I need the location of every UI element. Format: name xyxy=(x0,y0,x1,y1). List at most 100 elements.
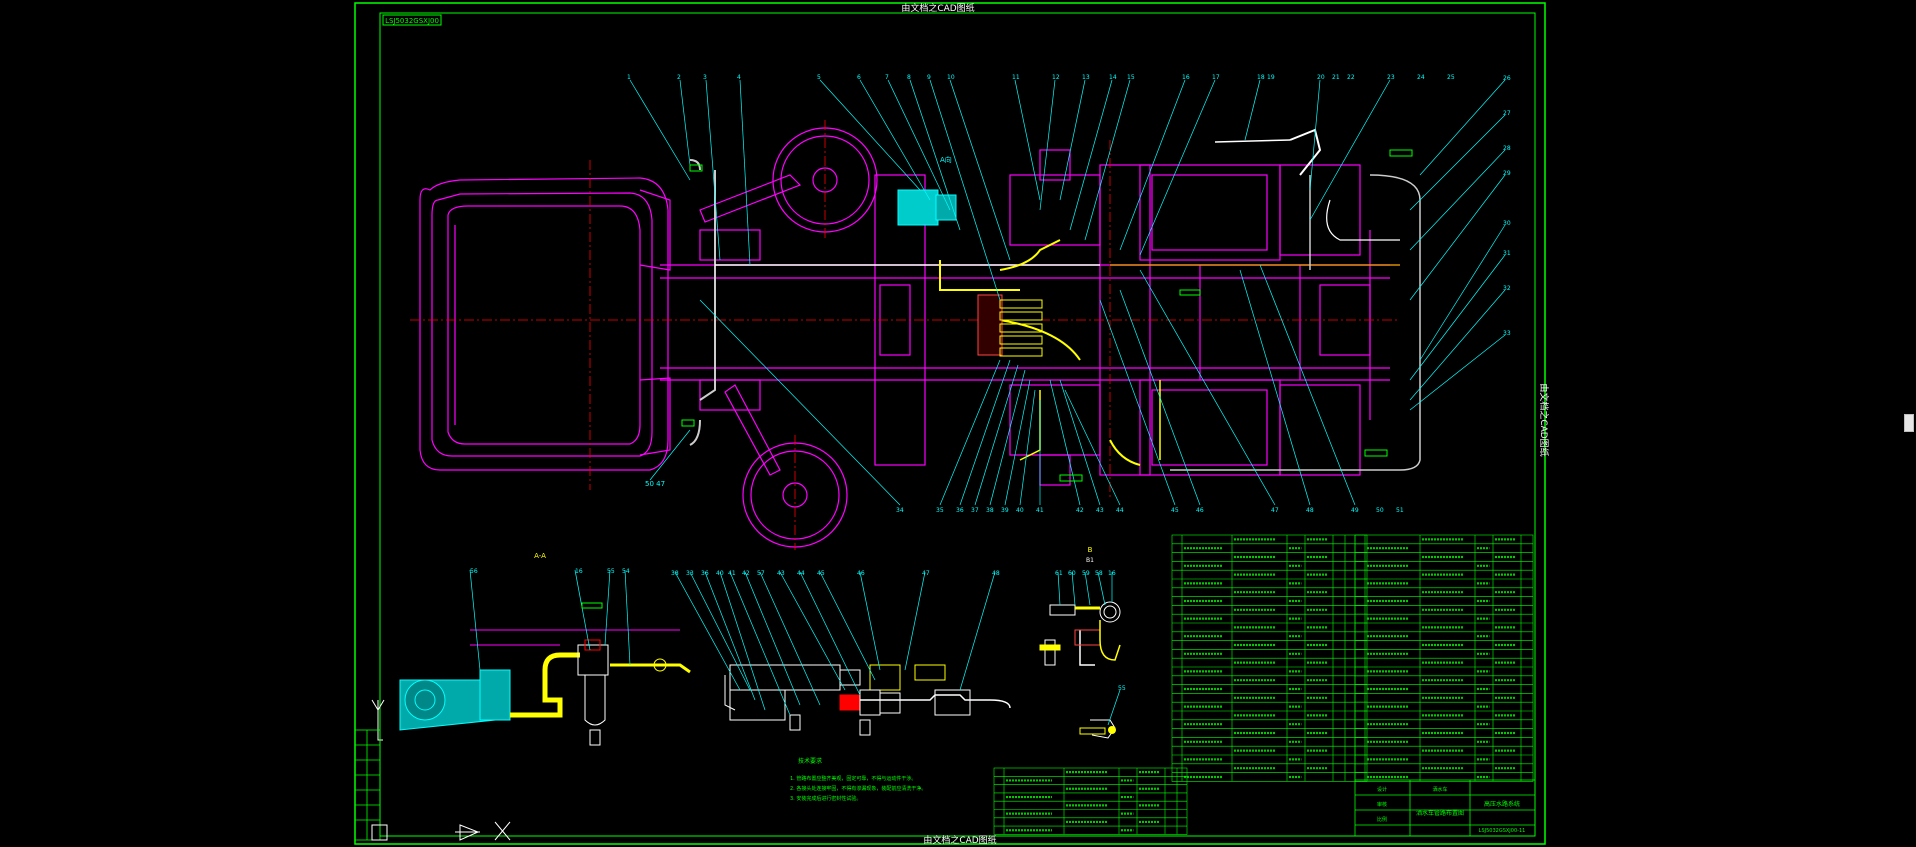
svg-text:44: 44 xyxy=(797,570,805,577)
callout-number: 13 xyxy=(1082,74,1090,81)
scroll-thumb-icon[interactable] xyxy=(1904,414,1914,432)
svg-text:59: 59 xyxy=(1082,570,1090,577)
callout-leaders xyxy=(629,79,1506,506)
callout-number: 40 xyxy=(1016,507,1024,514)
callout-number: 44 xyxy=(1116,507,1124,514)
detail-b-view: B B1 61 60 59 58 16 55 xyxy=(1039,546,1126,739)
callout-number: 46 xyxy=(1196,507,1204,514)
technical-notes: 技术要求 1. 管路布置应整齐美观，固定可靠，不得与运动件干涉。 2. 各接头处… xyxy=(790,757,926,802)
left-callout-label: 50 47 xyxy=(645,480,665,488)
callout-number: 47 xyxy=(1271,507,1279,514)
callout-number: 23 xyxy=(1387,74,1395,81)
svg-text:A向: A向 xyxy=(940,155,952,164)
svg-text:60: 60 xyxy=(1068,570,1076,577)
pump-plan: A向 xyxy=(897,155,957,226)
callout-number: 16 xyxy=(1182,74,1190,81)
valve-manifold xyxy=(977,294,1043,357)
side-banner: 由文档之CAD图纸 xyxy=(1538,383,1550,456)
outer-frame xyxy=(354,2,1546,845)
footer-banner: 由文档之CAD图纸 xyxy=(923,834,996,846)
svg-text:40: 40 xyxy=(716,570,724,577)
callout-number: 1 xyxy=(627,74,631,81)
centerlines xyxy=(410,120,1400,550)
callout-number: 17 xyxy=(1212,74,1220,81)
callout-number: 20 xyxy=(1317,74,1325,81)
callout-number: 49 xyxy=(1351,507,1359,514)
svg-text:61: 61 xyxy=(1055,570,1063,577)
title-check: 审核 xyxy=(1377,801,1387,808)
callout-number: 28 xyxy=(1503,145,1511,152)
notes-line-3: 3. 安装完成后进行密封性试验。 xyxy=(790,795,861,802)
title-company: 洒水车管路布置图 xyxy=(1416,809,1464,817)
callout-number: 12 xyxy=(1052,74,1060,81)
detail-pump-view: 56 16 55 54 xyxy=(371,568,691,746)
notes-title: 技术要求 xyxy=(798,757,822,765)
drawing-code-top: LSJ5032GSXJ00 xyxy=(385,17,439,25)
callout-number: 51 xyxy=(1396,507,1404,514)
svg-text:55: 55 xyxy=(607,568,615,575)
svg-text:58: 58 xyxy=(1095,570,1103,577)
title-header: 洒水车 xyxy=(1432,786,1447,793)
callout-number: 9 xyxy=(927,74,931,81)
title-scale: 比例 xyxy=(1377,816,1387,823)
callout-number: 21 xyxy=(1332,74,1340,81)
svg-text:54: 54 xyxy=(622,568,630,575)
callout-number: 33 xyxy=(1503,330,1511,337)
svg-text:33: 33 xyxy=(686,570,694,577)
callout-number: 24 xyxy=(1417,74,1425,81)
svg-text:42: 42 xyxy=(742,570,750,577)
callout-number: 41 xyxy=(1036,507,1044,514)
svg-text:45: 45 xyxy=(817,570,825,577)
callout-number: 18 xyxy=(1257,74,1265,81)
vertical-scrollbar[interactable] xyxy=(1902,0,1916,847)
detail-a-label: A-A xyxy=(534,552,546,560)
callout-number: 42 xyxy=(1076,507,1084,514)
callout-number: 4 xyxy=(737,74,741,81)
svg-text:16: 16 xyxy=(1108,570,1116,577)
svg-text:57: 57 xyxy=(757,570,765,577)
parts-list-table-lower xyxy=(993,767,1188,835)
callout-number: 27 xyxy=(1503,110,1511,117)
svg-text:B1: B1 xyxy=(1086,557,1094,564)
title-code: LSJ5032GSXJ00-11 xyxy=(1479,828,1526,834)
callout-number: 7 xyxy=(885,74,889,81)
svg-text:B: B xyxy=(1088,546,1093,554)
callout-number: 32 xyxy=(1503,285,1511,292)
callout-number: 11 xyxy=(1012,74,1020,81)
svg-text:56: 56 xyxy=(470,568,478,575)
callout-number: 29 xyxy=(1503,170,1511,177)
svg-text:55: 55 xyxy=(1118,685,1126,692)
svg-text:16: 16 xyxy=(575,568,583,575)
left-strip xyxy=(354,729,381,841)
callout-number: 5 xyxy=(817,74,821,81)
callout-number: 25 xyxy=(1447,74,1455,81)
callout-number: 50 xyxy=(1376,507,1384,514)
drawing-code-box xyxy=(382,14,442,26)
callout-number: 39 xyxy=(1001,507,1009,514)
notes-line-2: 2. 各接头处连接牢固，不得有渗漏现象，装配前应清洗干净。 xyxy=(790,785,926,792)
callout-number: 3 xyxy=(703,74,707,81)
piping xyxy=(689,128,1421,471)
callout-number: 34 xyxy=(896,507,904,514)
callout-number: 6 xyxy=(857,74,861,81)
svg-text:48: 48 xyxy=(992,570,1000,577)
parts-list-table xyxy=(1171,534,1534,782)
svg-text:43: 43 xyxy=(777,570,785,577)
title-block xyxy=(1354,779,1536,837)
callout-number: 19 xyxy=(1267,74,1275,81)
cab-outline xyxy=(419,177,669,471)
inner-frame xyxy=(379,12,1536,837)
svg-text:36: 36 xyxy=(701,570,709,577)
title-drawing-name: 高压水路系统 xyxy=(1484,800,1520,808)
plan-view xyxy=(419,127,1390,548)
title-designer: 设计 xyxy=(1377,786,1387,793)
callout-number: 45 xyxy=(1171,507,1179,514)
callout-number: 36 xyxy=(956,507,964,514)
callout-number: 14 xyxy=(1109,74,1117,81)
callout-number: 31 xyxy=(1503,250,1511,257)
svg-text:47: 47 xyxy=(922,570,930,577)
